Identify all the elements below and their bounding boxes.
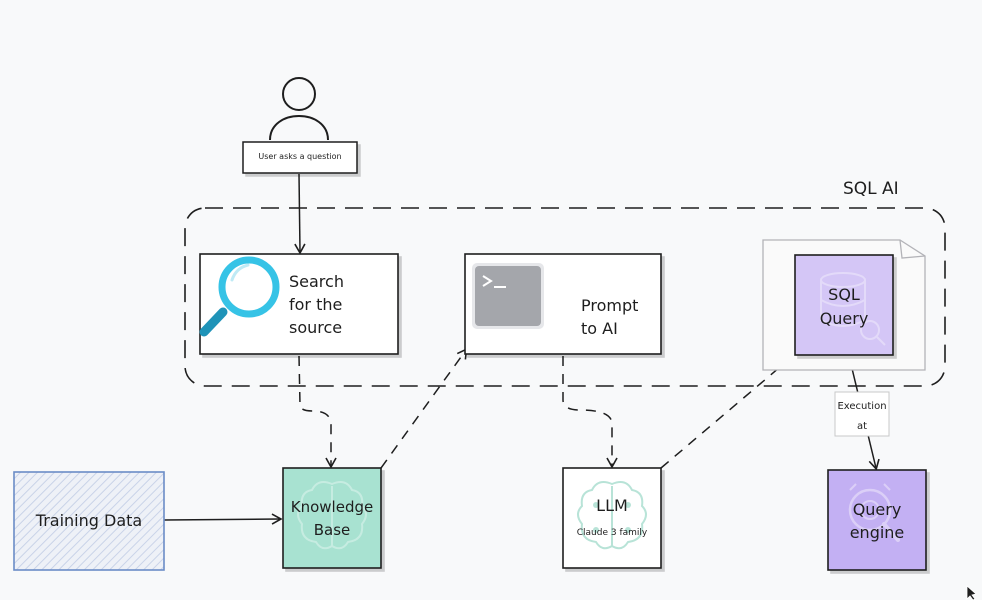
query-engine-label: Query engine bbox=[849, 500, 905, 542]
magnifier-icon bbox=[199, 256, 280, 337]
llm-label: LLM bbox=[596, 496, 628, 515]
user-icon bbox=[269, 77, 329, 141]
execution-label-box bbox=[834, 391, 890, 437]
user-caption: User asks a question bbox=[258, 152, 342, 161]
prompt-label: Prompt to AI bbox=[581, 296, 639, 338]
edge-kb-to-prompt bbox=[380, 347, 468, 469]
llm-brain-icon bbox=[577, 481, 647, 550]
kb-brain-icon bbox=[297, 481, 367, 550]
database-icon bbox=[820, 272, 886, 346]
sql-ai-group-title: SQL AI bbox=[843, 179, 899, 199]
terminal-icon bbox=[472, 263, 544, 329]
edge-training-to-kb bbox=[163, 513, 283, 525]
user-caption-box bbox=[242, 141, 358, 174]
query-engine-box bbox=[827, 469, 927, 571]
training-data-label: Training Data bbox=[35, 511, 143, 530]
execution-label: Execution at bbox=[837, 401, 887, 432]
search-label: Search for the source bbox=[289, 272, 344, 337]
sql-ai-group-border bbox=[184, 207, 946, 387]
edge-prompt-to-llm bbox=[562, 356, 618, 469]
sql-query-box bbox=[794, 254, 894, 356]
training-data-box bbox=[13, 471, 165, 571]
knowledge-base-label: Knowledge Base bbox=[290, 498, 374, 539]
knowledge-base-box bbox=[282, 467, 382, 569]
llm-sublabel: Claude 3 family bbox=[576, 528, 648, 538]
edge-llm-to-sql bbox=[660, 354, 796, 469]
sql-query-label: SQL Query bbox=[819, 285, 869, 328]
edge-user-to-search bbox=[294, 173, 306, 255]
edge-search-to-kb bbox=[298, 355, 337, 469]
search-gear-icon bbox=[848, 483, 900, 542]
mouse-pointer-icon bbox=[966, 585, 977, 600]
